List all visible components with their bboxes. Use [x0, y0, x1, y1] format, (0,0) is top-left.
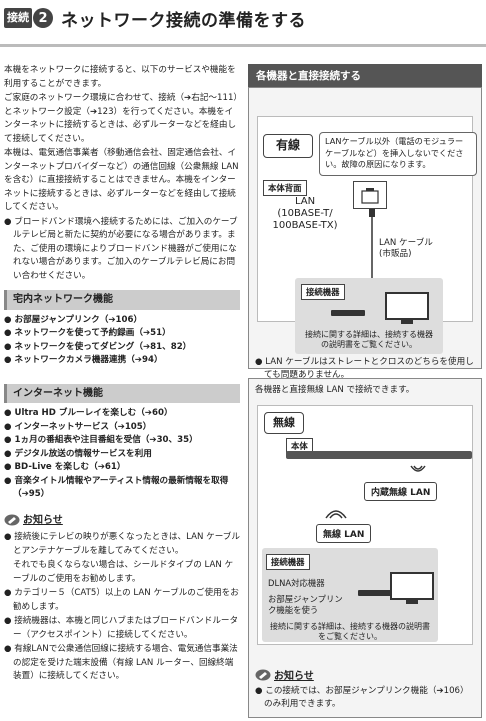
device-label: 接続機器 — [266, 554, 310, 570]
wifi-signal-icon — [410, 465, 426, 472]
wireless-intro: 各機器と直接無線 LAN で接続できます。 — [255, 385, 415, 395]
step-badge: 接続 2 — [4, 7, 53, 29]
lan-spec: LAN (10BASE-T/ 100BASE-TX) — [263, 196, 347, 232]
right-column: 各機器と直接接続する 有線 LANケーブル以外（電話のモジュラーケーブルなど）を… — [248, 64, 482, 718]
lan-spec-line: LAN — [294, 196, 316, 207]
cable-type-note: ● LAN ケーブルはストレートとクロスのどちらを使用しても問題ありません。 — [255, 357, 474, 380]
notice-label: お知らせ — [23, 514, 63, 526]
tv-icon — [385, 292, 429, 324]
warning-box: LANケーブル以外（電話のモジュラーケーブルなど）を挿入しないでください。故障の… — [319, 132, 477, 176]
title-divider — [0, 44, 486, 47]
lan-port-icon — [353, 181, 387, 209]
internet-item: ● デジタル放送の情報サービスを利用 — [4, 448, 152, 459]
wireless-diagram: 無線 本体 内蔵無線 LAN 無線 LAN 接続機器 DLNA対応機器 お部屋ジ… — [257, 405, 473, 645]
rear-panel-label: 本体背面 — [263, 180, 307, 196]
intro-paragraph-3: 本機は、電気通信事業者（移動通信会社、固定通信会社、インターネットプロバイダーな… — [4, 148, 239, 212]
lan-spec-line: (10BASE-T/ — [277, 208, 333, 219]
step-number: 2 — [33, 8, 53, 28]
intro-paragraph-2: ご家庭のネットワーク環境に合わせて、接続（➔右記〜111）とネットワーク設定（➔… — [4, 93, 238, 144]
internet-item: ● インターネットサービス（➔105） — [4, 421, 152, 432]
internet-heading: インターネット機能 — [4, 383, 240, 403]
recorder-icon — [331, 310, 365, 316]
intro-paragraph-4: ● ブロードバンド環境へ接続するためには、ご加入のケーブルテレビ局と新たに契約が… — [4, 216, 238, 281]
jump-link-label: お部屋ジャンプリンク機能を使う — [268, 594, 343, 615]
internet-item: ● 音楽タイトル情報やアーティスト情報の最新情報を取得（➔95） — [4, 475, 229, 500]
internet-item: ● 1ヵ月の番組表や注目番組を受信（➔30、35） — [4, 435, 198, 445]
recorder-icon — [358, 590, 392, 596]
notice-item: ● 接続後にテレビの映りが悪くなったときは、LAN ケーブルとアンテナケーブルを… — [4, 532, 240, 556]
direct-connect-heading: 各機器と直接接続する — [248, 64, 482, 87]
tv-icon — [390, 572, 434, 604]
device-note: 接続に関する詳細は、接続する機器の説明書をご覧ください。 — [305, 330, 433, 349]
connected-device-box: 接続機器 接続に関する詳細は、接続する機器の説明書をご覧ください。 — [295, 278, 443, 354]
notice-item: ● 有線LANで公衆通信回線に接続する場合、電気通信事業法の認定を受けた端末設備… — [4, 644, 238, 681]
device-note: 接続に関する詳細は、接続する機器の説明書をご覧ください。 — [270, 622, 430, 641]
internet-item: ● BD-Live を楽しむ（➔61） — [4, 462, 126, 472]
home-network-item: ● ネットワークを使ってダビング（➔81、82） — [4, 341, 192, 352]
pencil-icon — [4, 514, 20, 526]
wired-diagram-panel: 有線 LANケーブル以外（電話のモジュラーケーブルなど）を挿入しないでください。… — [248, 87, 482, 380]
wireless-note: ● この接続では、お部屋ジャンプリンク機能（➔106）のみ利用できます。 — [255, 686, 469, 709]
notice-item: ● カテゴリー５（CAT5）以上の LAN ケーブルのご使用をお勧めします。 — [4, 588, 239, 612]
cable-label: LAN ケーブル (市販品) — [379, 238, 433, 260]
lan-spec-line: 100BASE-TX) — [272, 220, 338, 231]
wlan-label: 無線 LAN — [316, 524, 372, 543]
dlna-label: DLNA対応機器 — [268, 578, 325, 588]
left-column: 本機をネットワークに接続すると、以下のサービスや機能を利用することができます。 … — [4, 64, 240, 685]
wireless-device-box: 接続機器 DLNA対応機器 お部屋ジャンプリンク機能を使う 接続に関する詳細は、… — [262, 548, 438, 642]
wireless-tag: 無線 — [264, 412, 304, 434]
notice-label: お知らせ — [274, 671, 314, 682]
page-title: ネットワーク接続の準備をする — [61, 10, 306, 31]
device-label: 接続機器 — [301, 284, 345, 300]
notice-item: ● 接続機器は、本機と同じハブまたはブロードバンドルーター（アクセスポイント）に… — [4, 616, 239, 640]
wireless-diagram-panel: 各機器と直接無線 LAN で接続できます。 無線 本体 内蔵無線 LAN 無線 … — [248, 378, 482, 718]
cable-label-line: (市販品) — [379, 249, 412, 259]
internet-item: ● Ultra HD ブルーレイを楽しむ（➔60） — [4, 408, 173, 418]
home-network-item: ● お部屋ジャンプリンク（➔106） — [4, 314, 143, 325]
home-network-item: ● ネットワークカメラ機器連携（➔94） — [4, 355, 163, 365]
wifi-signal-icon — [325, 510, 347, 519]
home-network-heading: 宅内ネットワーク機能 — [4, 290, 240, 310]
wired-tag: 有線 — [263, 134, 313, 158]
notice-item: それでも良くならない場合は、シールドタイプの LAN ケーブルのご使用をお勧めし… — [13, 560, 234, 584]
cable-label-line: LAN ケーブル — [379, 238, 433, 248]
pencil-icon — [255, 669, 271, 680]
page-header: 接続 2 ネットワーク接続の準備をする — [4, 4, 306, 32]
intro-paragraph-1: 本機をネットワークに接続すると、以下のサービスや機能を利用することができます。 — [4, 65, 236, 89]
notice-header: お知らせ — [255, 667, 314, 682]
step-word: 接続 — [4, 8, 32, 28]
builtin-wlan-label: 内蔵無線 LAN — [364, 482, 438, 501]
home-network-item: ● ネットワークを使って予約録画（➔51） — [4, 328, 171, 338]
notice-header: お知らせ — [4, 514, 240, 528]
unit-icon — [286, 451, 472, 459]
